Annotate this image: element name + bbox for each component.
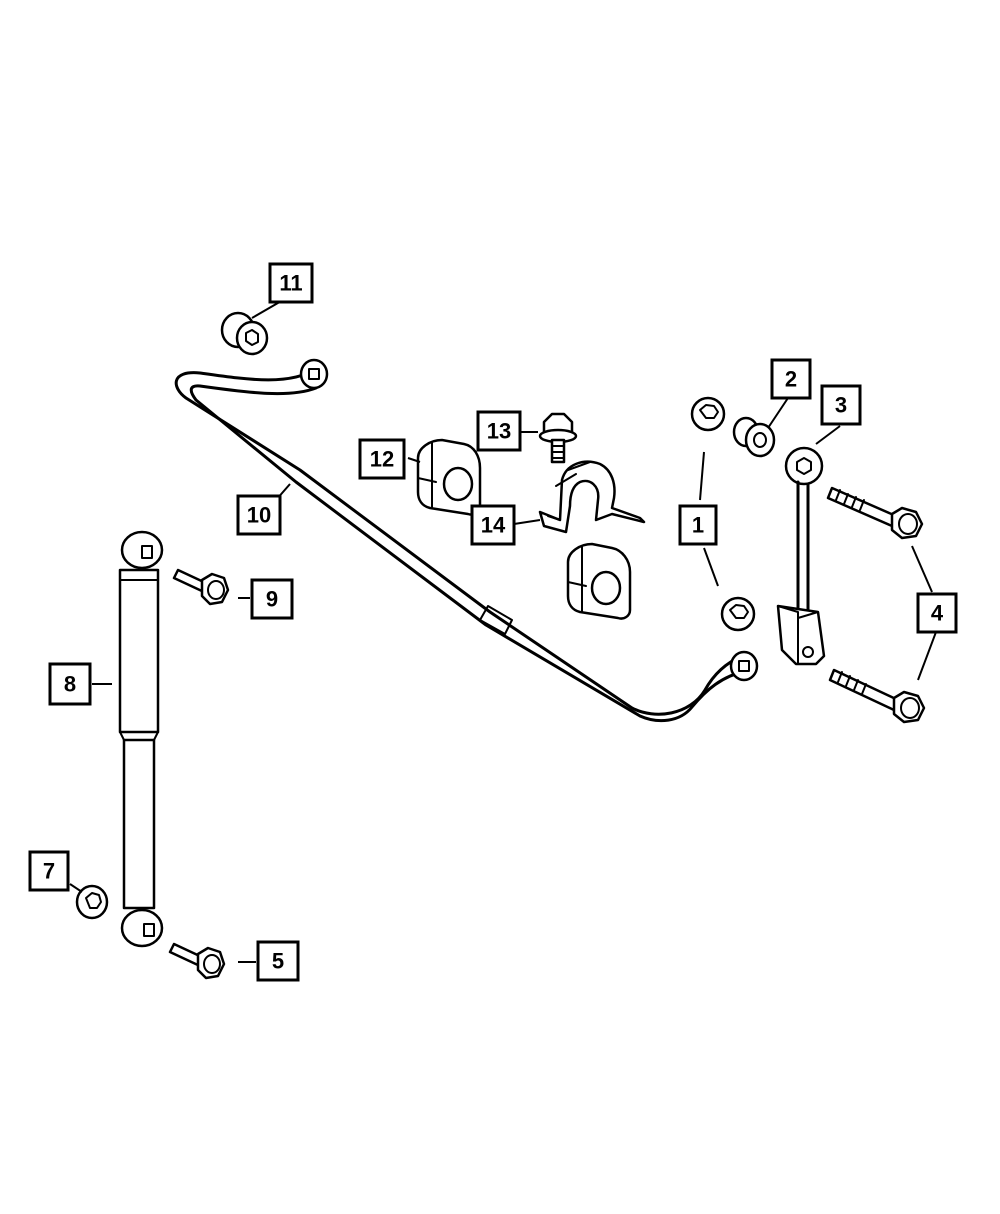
svg-text:12: 12 <box>370 447 394 472</box>
callout-4: 4 <box>916 592 958 634</box>
svg-text:7: 7 <box>43 859 55 884</box>
svg-text:9: 9 <box>266 587 278 612</box>
svg-text:5: 5 <box>272 949 284 974</box>
svg-text:14: 14 <box>481 513 506 538</box>
link-nut-lower <box>720 596 756 632</box>
callout-5: 5 <box>256 940 300 982</box>
svg-text:13: 13 <box>487 419 511 444</box>
callout-14: 14 <box>470 504 516 546</box>
bar-end-bushing-11 <box>220 311 269 356</box>
callout-3: 3 <box>820 384 862 426</box>
link-bushing-2 <box>732 416 776 458</box>
shock-upper-bolt-9 <box>172 568 230 606</box>
link-bolt-upper <box>826 486 924 540</box>
callout-2: 2 <box>770 358 812 400</box>
callout-8: 8 <box>48 662 92 706</box>
callout-7: 7 <box>28 850 70 892</box>
callout-11: 11 <box>268 262 314 304</box>
svg-text:11: 11 <box>279 271 302 296</box>
link-bolt-lower <box>828 668 926 724</box>
link-nut-upper <box>690 396 726 432</box>
svg-text:1: 1 <box>692 513 704 538</box>
stabilizer-bushing-lower <box>566 542 632 620</box>
svg-text:2: 2 <box>785 367 797 392</box>
bushing-retainer-clamp-14 <box>538 460 646 534</box>
stabilizer-bar <box>174 358 759 723</box>
svg-text:3: 3 <box>835 393 847 418</box>
svg-text:4: 4 <box>931 601 944 626</box>
svg-text:8: 8 <box>64 672 76 697</box>
svg-text:10: 10 <box>247 503 271 528</box>
shock-absorber-8 <box>118 530 164 948</box>
callout-10: 10 <box>236 494 282 536</box>
callout-12: 12 <box>358 438 406 480</box>
callout-9: 9 <box>250 578 294 620</box>
stabilizer-bushing-upper <box>416 438 482 516</box>
clamp-bolt-13 <box>538 412 578 464</box>
callout-1: 1 <box>678 504 718 546</box>
stabilizer-link-3 <box>776 446 826 666</box>
shock-lower-nut-7 <box>75 884 109 920</box>
callout-13: 13 <box>476 410 522 452</box>
shock-lower-bolt-5 <box>168 942 226 980</box>
